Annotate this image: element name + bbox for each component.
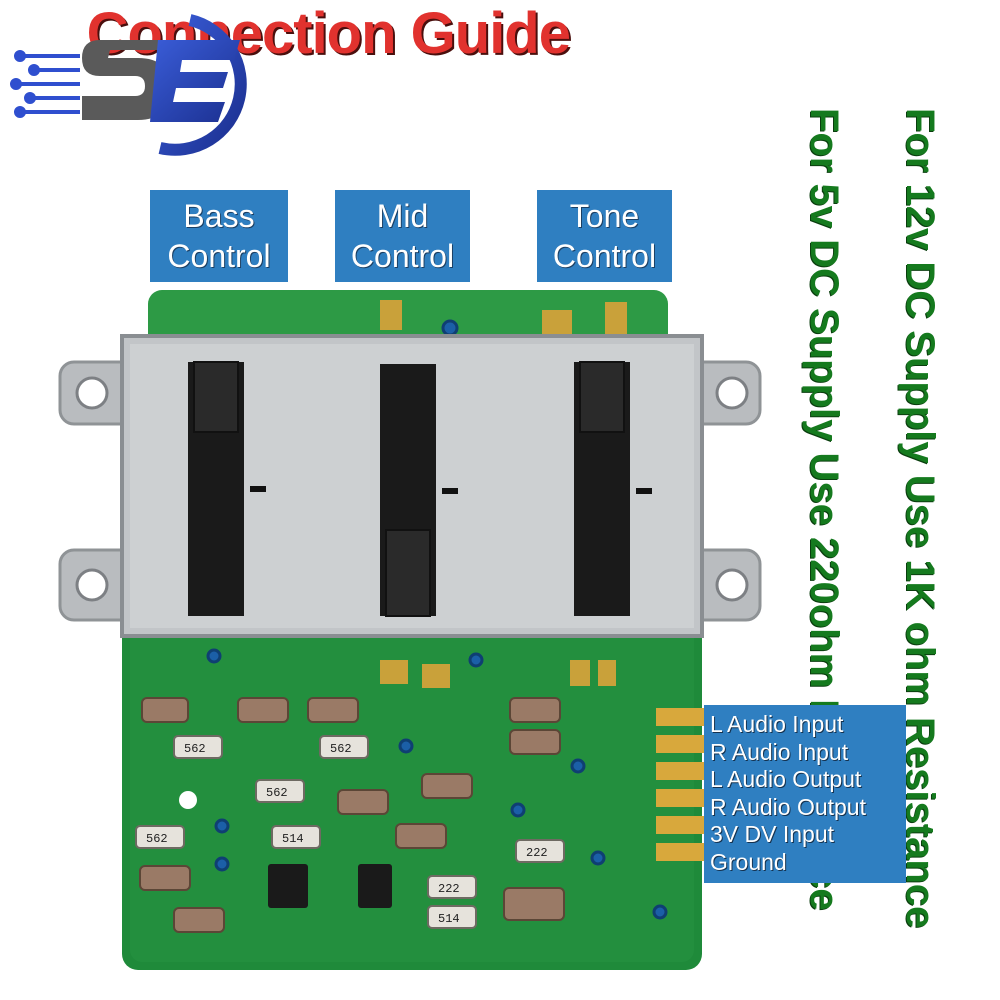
note-5v: For 5v DC Supply Use 220ohm Resistance [802, 108, 846, 911]
label-bass-control: Bass Control [150, 190, 288, 282]
ic-chips [268, 864, 392, 908]
component-marking: 562 [146, 832, 168, 846]
tone-slider [574, 361, 652, 616]
mounting-hole [179, 791, 197, 809]
edge-connector-pins [656, 708, 704, 861]
e-letter-icon [150, 40, 240, 122]
note-12v: For 12v DC Supply Use 1K ohm Resistance [898, 108, 942, 929]
pin-label-l-audio-input: L Audio Input [710, 711, 844, 737]
component-marking: 562 [266, 786, 288, 800]
label-line: Control [167, 238, 271, 274]
marked-components [135, 735, 565, 929]
label-line: Control [552, 238, 657, 274]
component-marking: 514 [438, 912, 460, 926]
pin-legend: L Audio Input R Audio Input L Audio Outp… [704, 705, 906, 883]
mid-slider [380, 364, 458, 617]
label-tone-control: Tone Control [537, 190, 672, 282]
pin-label-r-audio-input: R Audio Input [710, 738, 849, 765]
pcb-board: 562 562 562 562 514 222 222 514 [58, 290, 762, 970]
component-marking: 514 [282, 832, 304, 846]
se-logo [10, 14, 247, 156]
label-line: Mid [376, 198, 429, 234]
component-marking: 562 [184, 742, 206, 756]
component-marking: 562 [330, 742, 352, 756]
circuit-lines-icon [10, 50, 80, 118]
label-line: Control [350, 238, 455, 274]
bass-slider [188, 361, 266, 616]
component-marking: 222 [438, 882, 460, 896]
component-marking: 222 [526, 846, 548, 860]
pin-label-l-audio-output: L Audio Output [710, 766, 862, 792]
pin-label-3v-input: 3V DV Input [710, 821, 835, 847]
pin-label-ground: Ground [710, 848, 787, 875]
vias [206, 648, 668, 920]
label-mid-control: Mid Control [335, 190, 470, 282]
s-letter-icon [82, 40, 170, 120]
smd-components [139, 697, 565, 933]
label-line: Tone [569, 198, 640, 234]
label-line: Bass [183, 198, 255, 234]
pin-label-r-audio-output: R Audio Output [710, 793, 866, 820]
